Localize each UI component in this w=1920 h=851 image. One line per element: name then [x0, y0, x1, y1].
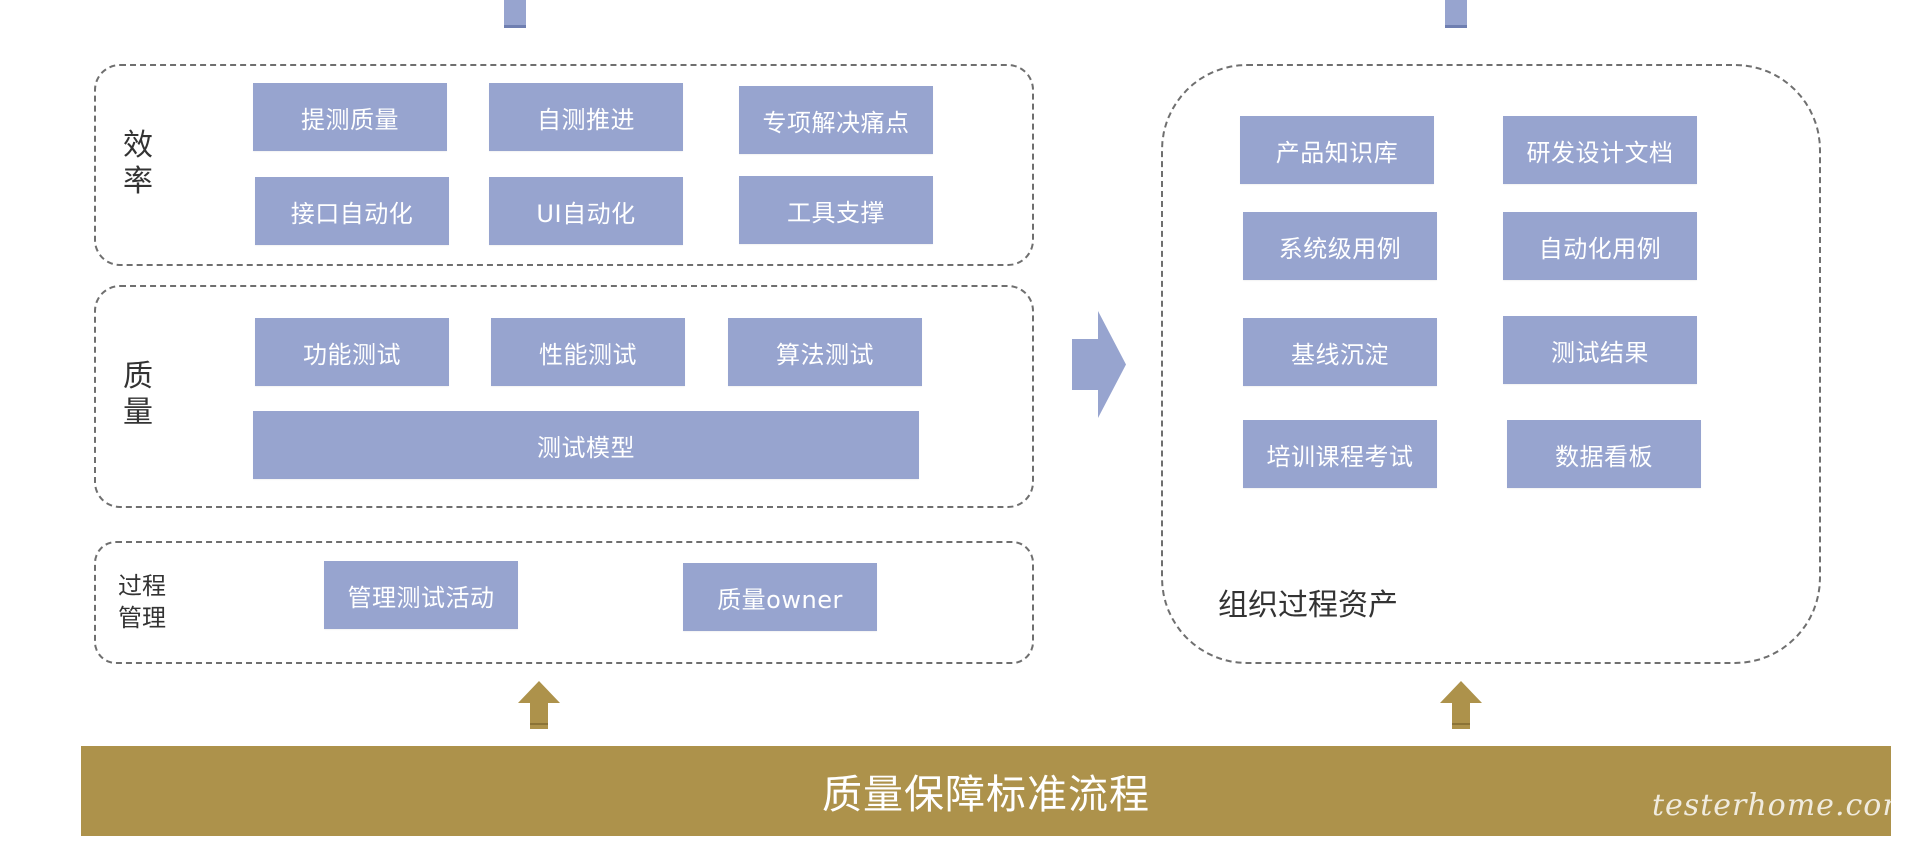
org-asset-data-dashboard-label: 数据看板: [1555, 442, 1653, 471]
quality-item-algorithm-test-label: 算法测试: [776, 340, 874, 369]
process-item-manage-test-activities-label: 管理测试活动: [347, 583, 495, 612]
quality-item-algorithm-test: 算法测试: [728, 318, 922, 386]
efficiency-item-self-test: 自测推进: [489, 83, 683, 151]
efficiency-item-self-test-label: 自测推进: [537, 105, 635, 134]
quality-group-label: 质 量: [118, 359, 158, 431]
efficiency-item-special-issues-label: 专项解决痛点: [762, 108, 910, 137]
quality-group-label-line2: 量: [123, 395, 153, 430]
process-item-quality-owner-label: 质量owner: [717, 585, 843, 614]
quality-standard-banner: 质量保障标准流程: [81, 746, 1891, 836]
efficiency-item-ui-automation: UI自动化: [489, 177, 683, 245]
process-group-label-line1: 过程: [118, 572, 166, 600]
org-asset-test-results: 测试结果: [1503, 316, 1697, 384]
efficiency-item-ui-automation-label: UI自动化: [536, 199, 636, 228]
efficiency-item-test-quality-label: 提测质量: [301, 105, 399, 134]
quality-group-label-line1: 质: [123, 359, 153, 394]
org-asset-test-results-label: 测试结果: [1551, 338, 1649, 367]
site-watermark: testerhome.com: [1652, 787, 1912, 823]
process-group: [94, 541, 1034, 664]
org-assets-caption: 组织过程资产: [1218, 588, 1398, 623]
process-group-label-line2: 管理: [118, 604, 166, 632]
efficiency-group-label-line1: 效: [123, 128, 153, 163]
bottom-right-up-arrow-icon: [1440, 681, 1482, 729]
quality-item-functional-test: 功能测试: [255, 318, 449, 386]
org-asset-design-docs-label: 研发设计文档: [1526, 138, 1674, 167]
quality-item-performance-test-label: 性能测试: [539, 340, 637, 369]
efficiency-group-label-line2: 率: [123, 164, 153, 199]
efficiency-item-tool-support-label: 工具支撑: [787, 198, 885, 227]
top-left-stub-icon: [504, 0, 526, 28]
efficiency-group-label: 效 率: [118, 128, 158, 200]
org-asset-data-dashboard: 数据看板: [1507, 420, 1701, 488]
process-group-label: 过程 管理: [118, 570, 188, 634]
efficiency-item-special-issues: 专项解决痛点: [739, 86, 933, 154]
top-right-stub-icon: [1445, 0, 1467, 28]
quality-standard-banner-label: 质量保障标准流程: [822, 772, 1150, 818]
quality-item-performance-test: 性能测试: [491, 318, 685, 386]
org-asset-system-cases-label: 系统级用例: [1278, 234, 1402, 263]
process-item-quality-owner: 质量owner: [683, 563, 877, 631]
org-asset-training-exam-label: 培训课程考试: [1266, 442, 1414, 471]
efficiency-item-api-automation: 接口自动化: [255, 177, 449, 245]
quality-item-functional-test-label: 功能测试: [303, 340, 401, 369]
efficiency-item-tool-support: 工具支撑: [739, 176, 933, 244]
org-asset-automation-cases: 自动化用例: [1503, 212, 1697, 280]
org-asset-product-kb: 产品知识库: [1240, 116, 1434, 184]
bottom-left-up-arrow-icon: [518, 681, 560, 729]
arrow-right-icon: [1072, 311, 1126, 418]
org-asset-baseline: 基线沉淀: [1243, 318, 1437, 386]
org-asset-training-exam: 培训课程考试: [1243, 420, 1437, 488]
process-item-manage-test-activities: 管理测试活动: [324, 561, 518, 629]
quality-item-test-model-label: 测试模型: [537, 433, 635, 462]
efficiency-item-api-automation-label: 接口自动化: [290, 199, 414, 228]
org-asset-baseline-label: 基线沉淀: [1291, 340, 1389, 369]
org-asset-system-cases: 系统级用例: [1243, 212, 1437, 280]
org-asset-automation-cases-label: 自动化用例: [1538, 234, 1662, 263]
efficiency-item-test-quality: 提测质量: [253, 83, 447, 151]
org-asset-design-docs: 研发设计文档: [1503, 116, 1697, 184]
org-asset-product-kb-label: 产品知识库: [1275, 138, 1399, 167]
quality-item-test-model: 测试模型: [253, 411, 919, 479]
